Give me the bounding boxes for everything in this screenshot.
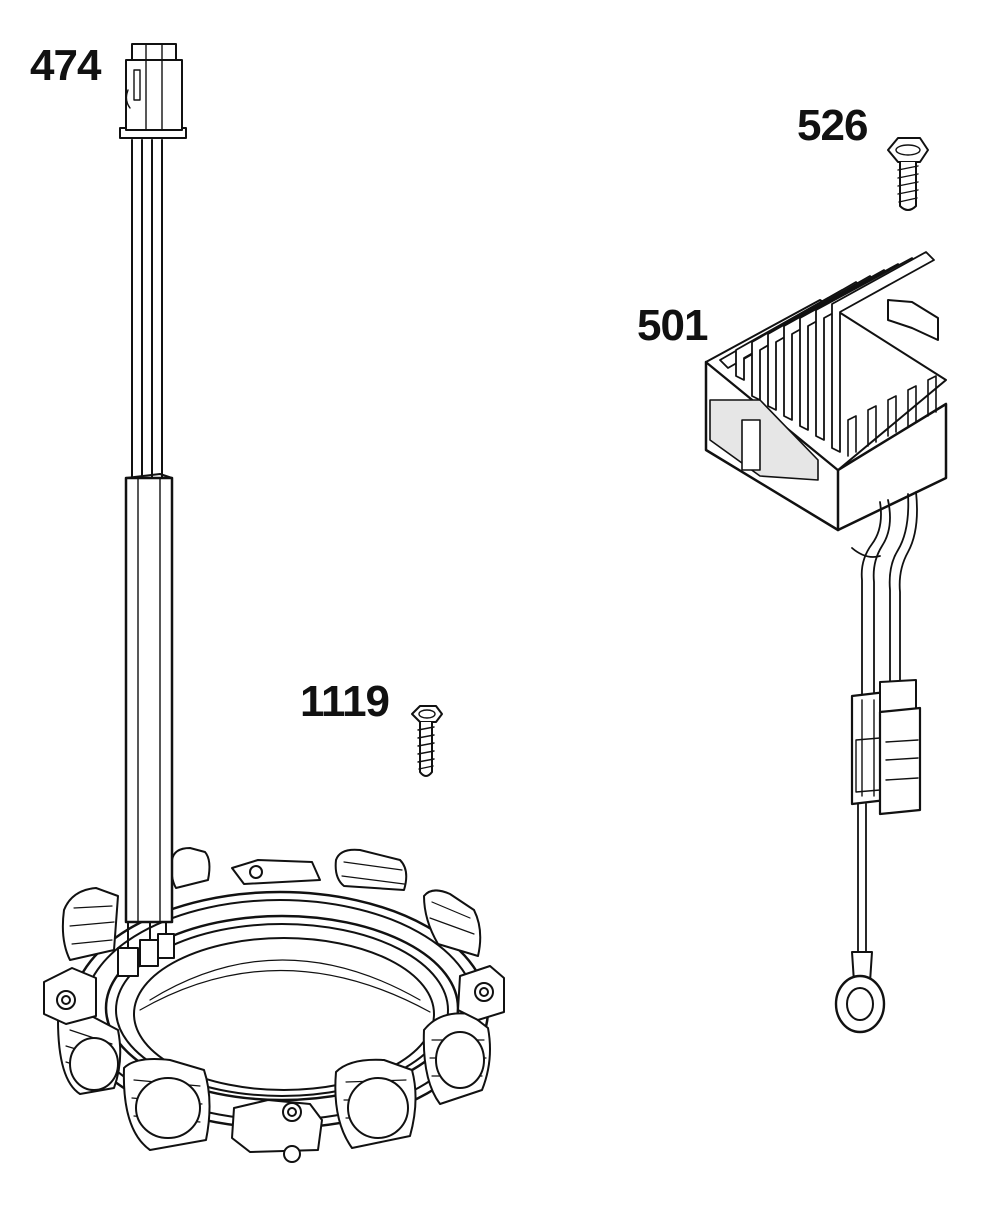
regulator-drawing <box>704 251 948 1034</box>
callout-1119: 1119 <box>300 677 390 726</box>
stator-assembly <box>43 43 505 1163</box>
screw-526-drawing <box>887 137 929 211</box>
callout-474: 474 <box>30 41 101 90</box>
callout-501: 501 <box>637 301 708 350</box>
regulator-wires <box>851 491 918 701</box>
screw-1119-drawing <box>411 705 443 777</box>
heat-sink-fins <box>719 251 935 453</box>
callout-526: 526 <box>797 101 868 150</box>
harness-connector <box>119 43 187 139</box>
stator-mounting-lugs <box>43 859 505 1163</box>
harness-cable <box>117 139 175 977</box>
ground-lead <box>834 803 886 1034</box>
regulator-connector <box>850 679 922 816</box>
